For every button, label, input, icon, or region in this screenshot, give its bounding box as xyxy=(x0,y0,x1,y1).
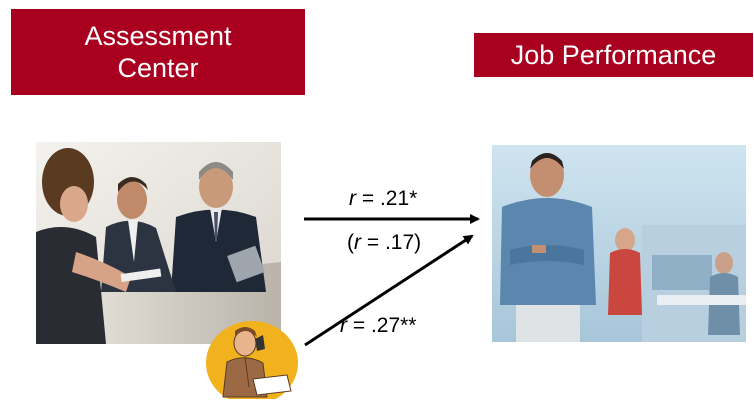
assessment-center-label-line1: Assessment xyxy=(84,21,232,51)
r-symbol: r xyxy=(354,231,361,254)
meeting-photo xyxy=(36,142,281,344)
correlation-value-top: .21* xyxy=(379,187,418,210)
assessment-center-label: Assessment Center xyxy=(84,20,231,84)
assessment-center-box: Assessment Center xyxy=(11,9,305,95)
job-performance-label: Job Performance xyxy=(510,40,717,70)
correlation-label-bottom: r = .27** xyxy=(340,314,416,338)
phone-call-clipart-icon xyxy=(205,317,299,404)
correlation-label-middle: (r = .17) xyxy=(347,231,421,255)
arrow-icon-to-jp xyxy=(304,234,474,347)
open-paren: ( xyxy=(347,231,354,254)
assessment-center-label-line2: Center xyxy=(117,53,199,83)
correlation-label-top: r = .21* xyxy=(349,187,417,211)
r-symbol: r xyxy=(340,314,347,337)
equals-sign: = xyxy=(361,231,385,254)
r-symbol: r xyxy=(349,187,356,210)
equals-sign: = xyxy=(356,187,380,210)
office-worker-photo xyxy=(492,145,746,342)
correlation-value-middle: .17) xyxy=(384,231,422,254)
job-performance-box: Job Performance xyxy=(474,33,753,77)
equals-sign: = xyxy=(347,314,371,337)
correlation-value-bottom: .27** xyxy=(370,314,417,337)
